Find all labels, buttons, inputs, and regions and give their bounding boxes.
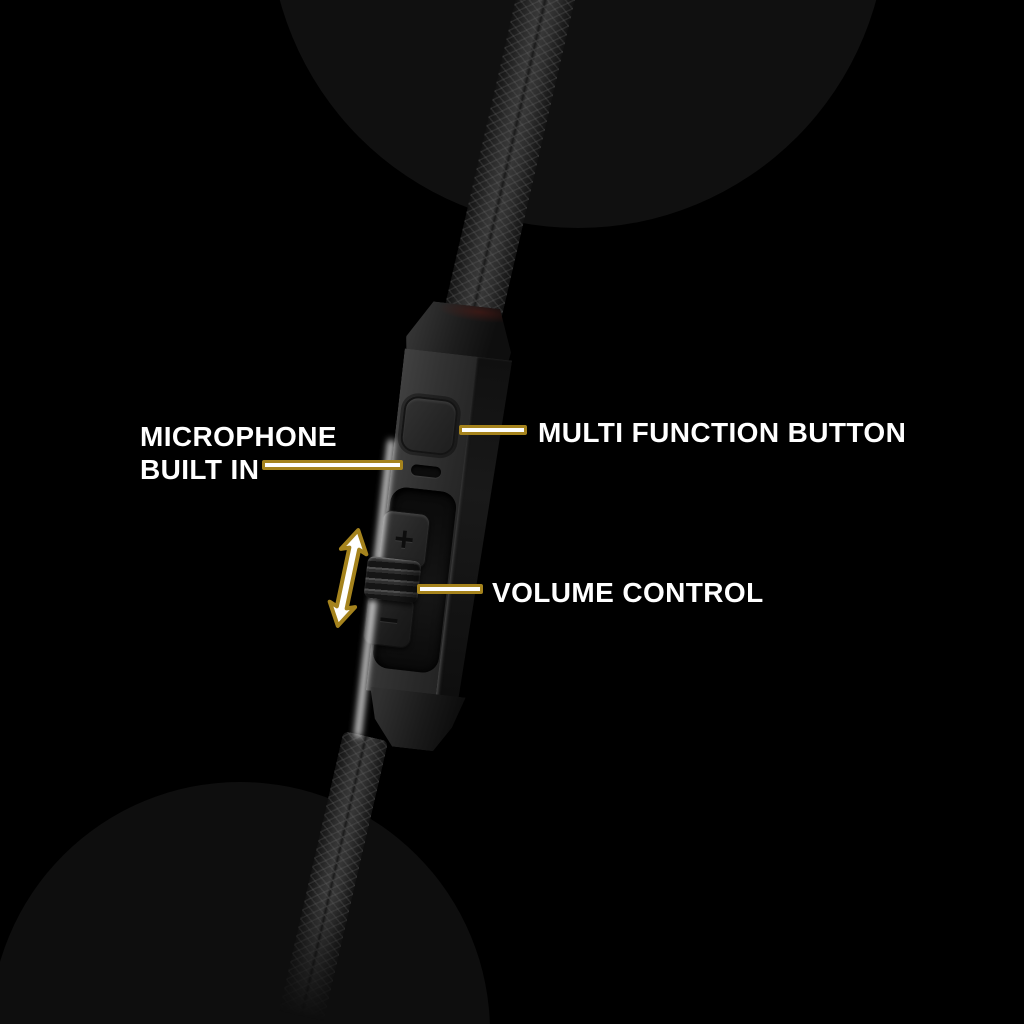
microphone-built-in-label: MICROPHONE BUILT IN — [140, 420, 337, 486]
minus-icon: − — [376, 600, 401, 641]
inline-remote: + − — [334, 288, 535, 762]
callout-line-multi-function — [459, 425, 527, 435]
up-down-arrow-icon — [327, 528, 369, 628]
background-glow-circle-top — [269, 0, 887, 228]
microphone-label-line2: BUILT IN — [140, 454, 260, 485]
multi-function-button-label: MULTI FUNCTION BUTTON — [538, 417, 907, 448]
callout-line-microphone — [262, 460, 403, 470]
volume-control-label: VOLUME CONTROL — [492, 577, 764, 608]
microphone-label-line1: MICROPHONE — [140, 421, 337, 452]
background-glow-circle-bottom — [0, 782, 490, 1024]
callout-line-volume — [417, 584, 483, 594]
remote-bottom-cap — [362, 686, 470, 754]
plus-icon: + — [392, 519, 417, 560]
multi-function-button — [399, 394, 460, 457]
